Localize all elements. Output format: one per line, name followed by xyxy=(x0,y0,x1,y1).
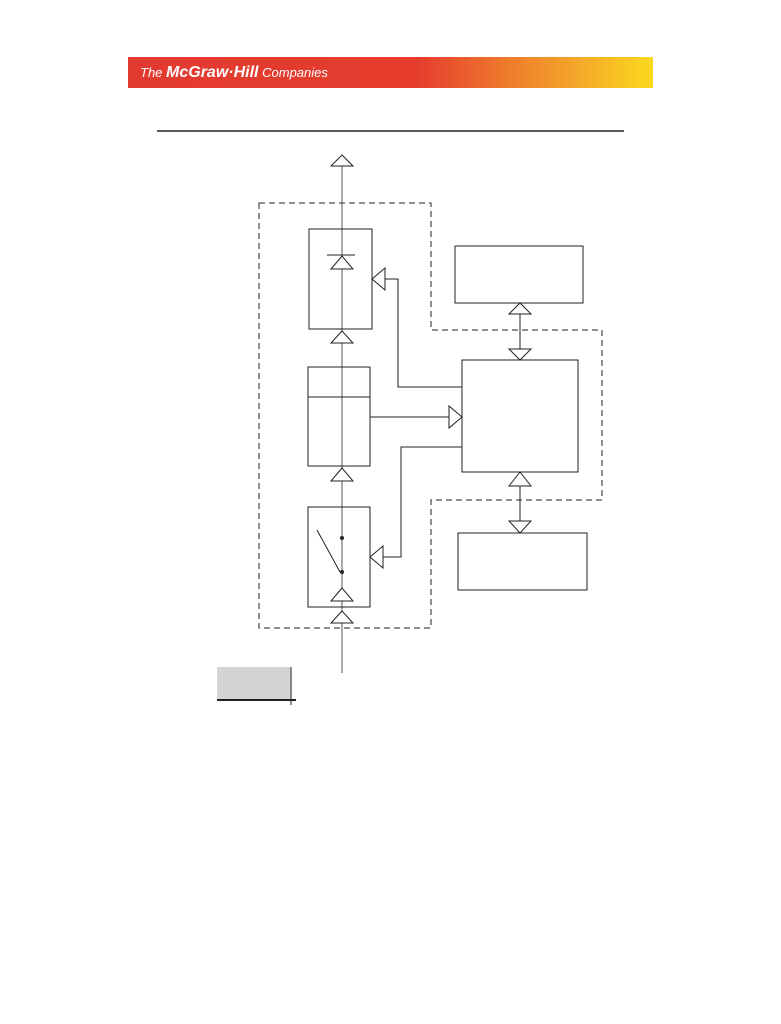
control-line-rectifier xyxy=(385,278,462,388)
publisher-banner: The McGraw·Hill Companies xyxy=(128,57,653,88)
sense-arrow-icon xyxy=(448,404,463,430)
bus-arrow-up-icon xyxy=(507,471,533,487)
controller-block xyxy=(461,359,579,473)
middle-block xyxy=(307,366,371,467)
switch-contact-icon xyxy=(340,570,344,574)
arrow-up-icon xyxy=(329,330,355,344)
arrow-up-icon xyxy=(329,467,355,482)
control-arrow-icon xyxy=(371,266,386,292)
top-right-block xyxy=(454,245,584,304)
switch-control-arrow-icon xyxy=(369,544,384,570)
bus-arrow-up-icon xyxy=(507,302,533,315)
arrow-up-icon xyxy=(329,587,355,602)
bus-arrow-down-icon xyxy=(507,348,533,361)
logo-brand: McGraw·Hill xyxy=(166,64,259,81)
input-arrow-icon xyxy=(329,610,355,624)
switch-contact-icon xyxy=(340,536,344,540)
publisher-logo: The McGraw·Hill Companies xyxy=(140,64,328,82)
caption-box xyxy=(217,667,291,700)
rectifier-block xyxy=(308,228,373,330)
diode-triangle-icon xyxy=(329,255,355,270)
dashed-boundary xyxy=(258,202,603,629)
logo-suffix: Companies xyxy=(262,65,328,80)
switch-blade-icon xyxy=(316,529,341,573)
switch-block xyxy=(307,506,371,608)
logo-prefix: The xyxy=(140,65,163,80)
bus-arrow-down-icon xyxy=(507,520,533,534)
control-line-switch xyxy=(383,446,462,558)
output-arrow-icon xyxy=(329,154,355,167)
bottom-right-block xyxy=(457,532,588,591)
